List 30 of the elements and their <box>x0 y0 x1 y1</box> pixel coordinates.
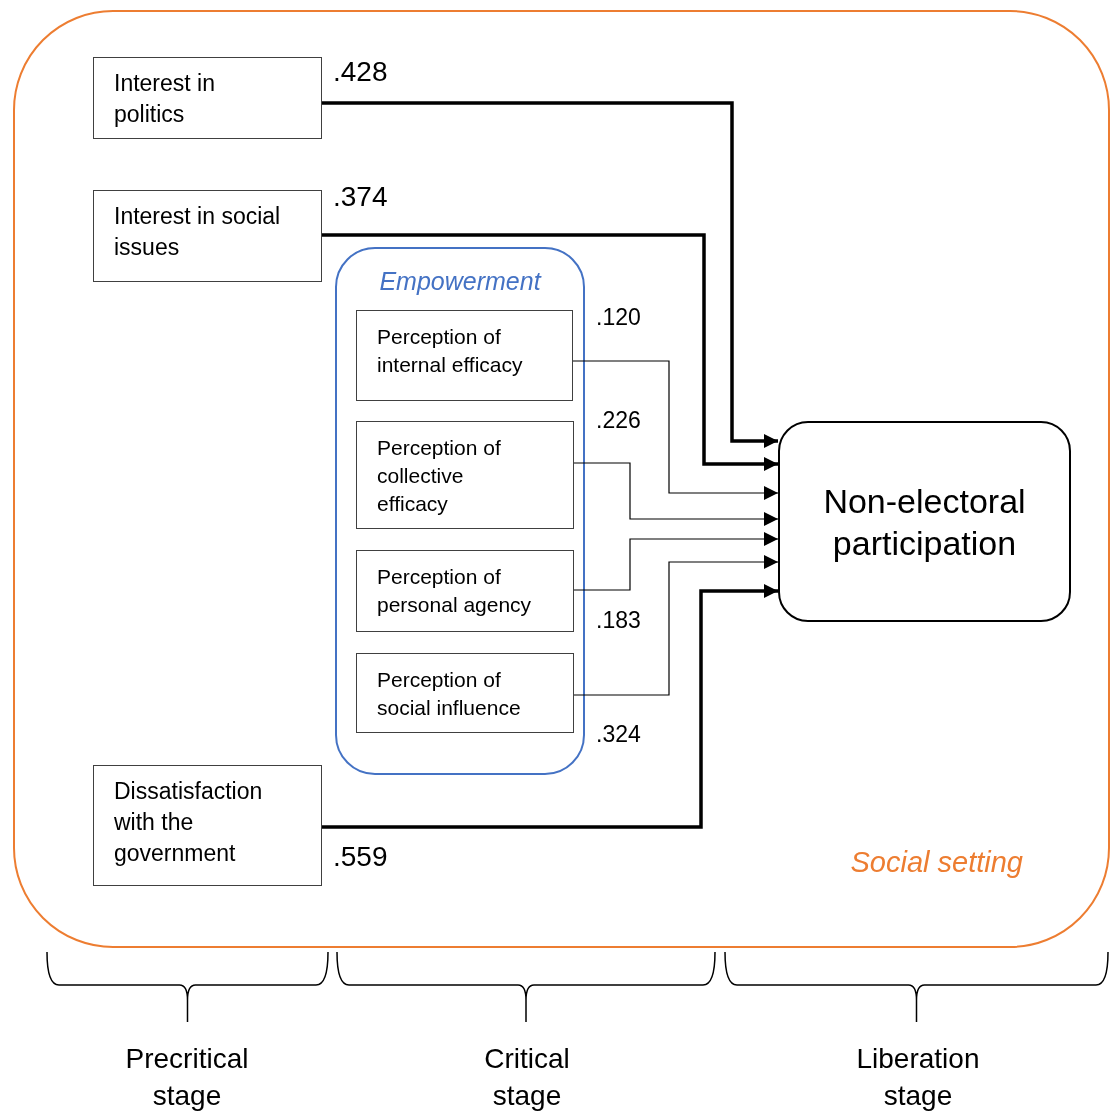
node-label: Perception of collective efficacy <box>377 435 502 517</box>
arrow <box>322 584 778 829</box>
node-label: Interest in social issues <box>114 202 282 262</box>
stage-label: Liberation stage <box>855 1042 981 1111</box>
node-label: Interest in politics <box>114 69 216 129</box>
factor-box <box>356 550 574 632</box>
stage-label: Critical stage <box>483 1042 571 1111</box>
node-label: Social setting <box>850 844 1023 880</box>
setting-frame <box>13 10 1110 948</box>
factor-box <box>356 421 574 529</box>
outcome-box <box>778 421 1071 622</box>
node-label: Dissatisfaction with the government <box>114 777 264 868</box>
arrow <box>322 233 778 471</box>
node-label: Perception of internal efficacy <box>377 324 524 378</box>
group-frame <box>335 247 585 775</box>
factor-box <box>356 653 574 733</box>
arrow <box>573 555 779 696</box>
stage-label: Precritical stage <box>124 1042 250 1111</box>
arrow <box>322 101 778 448</box>
arrow <box>573 532 779 591</box>
node-label: Perception of personal agency <box>377 564 533 618</box>
factor-box <box>93 57 322 139</box>
factor-box <box>93 765 322 886</box>
node-label: Perception of social influence <box>377 667 522 721</box>
factor-box <box>356 310 573 401</box>
node-label: Empowerment <box>378 266 543 297</box>
node-label: Non-electoral participation <box>822 480 1027 564</box>
arrow <box>573 462 779 526</box>
factor-box <box>93 190 322 282</box>
arrow <box>572 360 779 500</box>
